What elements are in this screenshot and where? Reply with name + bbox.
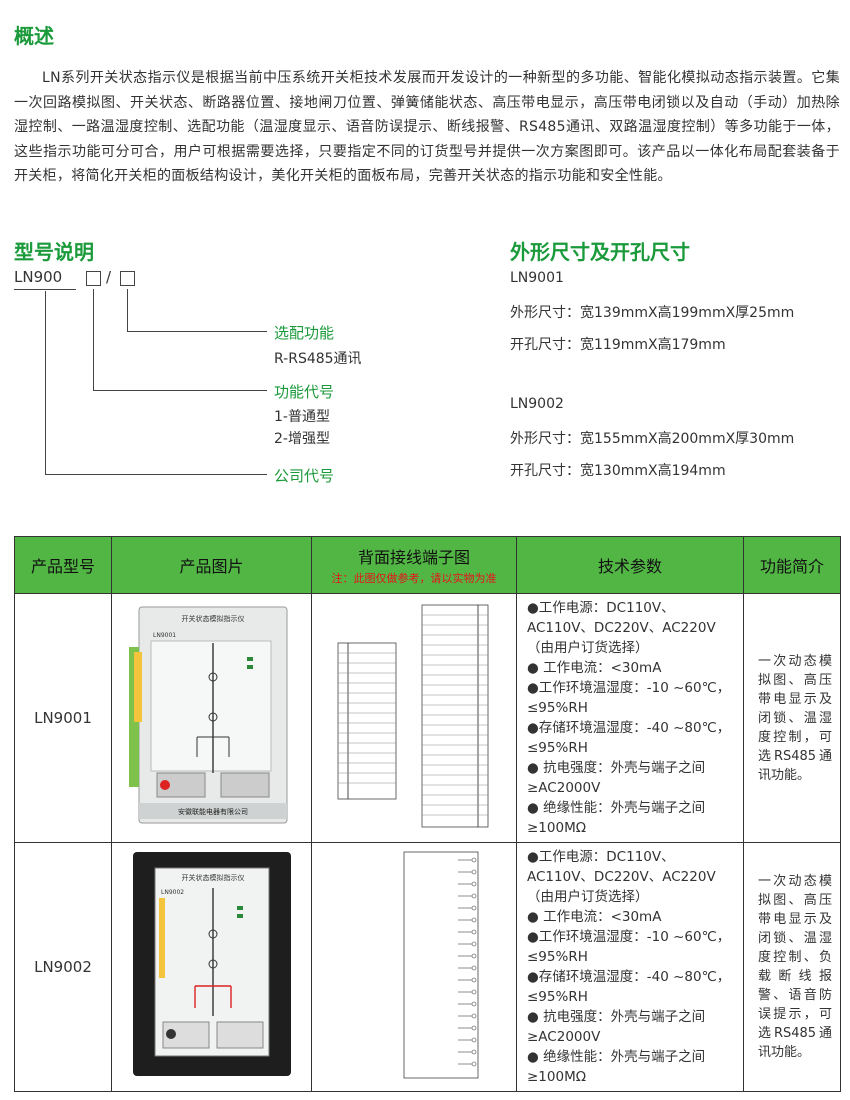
dim-model-2: LN9002 [510,396,564,412]
param-storage-env: ●存储环境温湿度：-40 ~80℃，≤95%RH [527,720,731,756]
function-value-1: 1-普通型 [274,409,330,425]
function-label: 功能代号 [274,383,335,401]
option-value: R-RS485通讯 [274,351,362,367]
param-current: ● 工作电流：<30mA [527,660,662,676]
function-code-box [86,271,101,286]
param-operating-env: ●工作环境温湿度：-10 ~60℃，≤95%RH [527,929,731,965]
model-slash: / [106,268,112,286]
device-model-label: LN9002 [161,889,184,896]
option-code-box [120,271,135,286]
device-model-label: LN9001 [153,632,176,639]
table-row: LN9001 开关状态模拟指示仪 LN9001 [14,593,841,843]
function-connector-h [93,390,267,392]
row-function: 一次动态模拟图、高压带电显示及闭锁、温湿度控制、负载断线报警、语音防误提示，可选… [743,842,841,1092]
param-operating-env: ●工作环境温湿度：-10 ~60℃，≤95%RH [527,680,731,716]
overview-title: 概述 [14,24,54,48]
header-function: 功能简介 [743,536,841,594]
dim-outer-2: 外形尺寸：宽155mmX高200mmX厚30mm [510,431,795,447]
row-model: LN9001 [14,593,112,843]
row-function: 一次动态模拟图、高压带电显示及闭锁、温湿度控制，可选RS485通讯功能。 [743,593,841,843]
row-params: ●工作电源：DC110V、AC110V、DC220V、AC220V（由用户订货选… [516,593,744,843]
wiring-diagram-ln9002 [311,842,517,1092]
wiring-diagram-ln9001 [311,593,517,843]
dim-model-1: LN9001 [510,270,564,286]
device-company: 安徽联能电器有限公司 [178,807,248,816]
device-title: 开关状态模拟指示仪 [181,873,244,882]
wiring-terminal-diagram [403,851,479,1079]
row-params: ●工作电源：DC110V、AC110V、DC220V、AC220V（由用户订货选… [516,842,744,1092]
param-current: ● 工作电流：<30mA [527,909,662,925]
param-insulation: ● 绝缘性能：外壳与端子之间≥100MΩ [527,1049,706,1085]
company-connector-v [45,291,47,474]
dim-outer-1: 外形尺寸：宽139mmX高199mmX厚25mm [510,305,795,321]
header-model: 产品型号 [14,536,112,594]
option-connector-v [127,289,129,331]
param-dielectric: ● 抗电强度：外壳与端子之间≥AC2000V [527,760,706,796]
row-model: LN9002 [14,842,112,1092]
table-row: LN9002 开关状态模拟指示仪 LN9002 [14,842,841,1092]
param-power: ●工作电源：DC110V、AC110V、DC220V、AC220V（由用户订货选… [527,600,716,656]
table-header-row: 产品型号 产品图片 背面接线端子图 注：此图仅做参考，请以实物为准 技术参数 功… [14,536,841,594]
header-wiring-label: 背面接线端子图 [357,548,470,567]
device-title: 开关状态模拟指示仪 [181,614,244,623]
wiring-note: 注：此图仅做参考，请以实物为准 [331,572,497,585]
option-connector-h [127,331,267,333]
company-label: 公司代号 [274,467,335,485]
function-value-2: 2-增强型 [274,431,330,447]
device-illustration: 开关状态模拟指示仪 LN9002 [132,852,291,1076]
dim-cutout-1: 开孔尺寸：宽119mmX高179mm [510,337,726,353]
param-power: ●工作电源：DC110V、AC110V、DC220V、AC220V（由用户订货选… [527,849,716,905]
header-wiring: 背面接线端子图 注：此图仅做参考，请以实物为准 [311,536,517,594]
header-image: 产品图片 [111,536,312,594]
model-code-title: 型号说明 [14,240,94,264]
param-storage-env: ●存储环境温湿度：-40 ~80℃，≤95%RH [527,969,731,1005]
product-image-ln9001: 开关状态模拟指示仪 LN9001 安徽联能电器有限公司 [111,593,312,843]
dim-cutout-2: 开孔尺寸：宽130mmX高194mm [510,463,726,479]
model-prefix: LN900 [14,268,63,286]
option-label: 选配功能 [274,324,335,342]
prefix-underline [14,289,76,291]
overview-body: LN系列开关状态指示仪是根据当前中压系统开关柜技术发展而开发设计的一种新型的多功… [14,70,840,184]
param-dielectric: ● 抗电强度：外壳与端子之间≥AC2000V [527,1009,706,1045]
product-image-ln9002: 开关状态模拟指示仪 LN9002 [111,842,312,1092]
dimensions-title: 外形尺寸及开孔尺寸 [510,240,690,264]
param-insulation: ● 绝缘性能：外壳与端子之间≥100MΩ [527,800,706,836]
device-illustration: 开关状态模拟指示仪 LN9001 安徽联能电器有限公司 [128,606,287,824]
header-params: 技术参数 [516,536,744,594]
company-connector-h [45,474,267,476]
spec-table: 产品型号 产品图片 背面接线端子图 注：此图仅做参考，请以实物为准 技术参数 功… [14,536,841,1092]
wiring-terminal-diagram [337,604,489,828]
function-connector-v [93,289,95,390]
